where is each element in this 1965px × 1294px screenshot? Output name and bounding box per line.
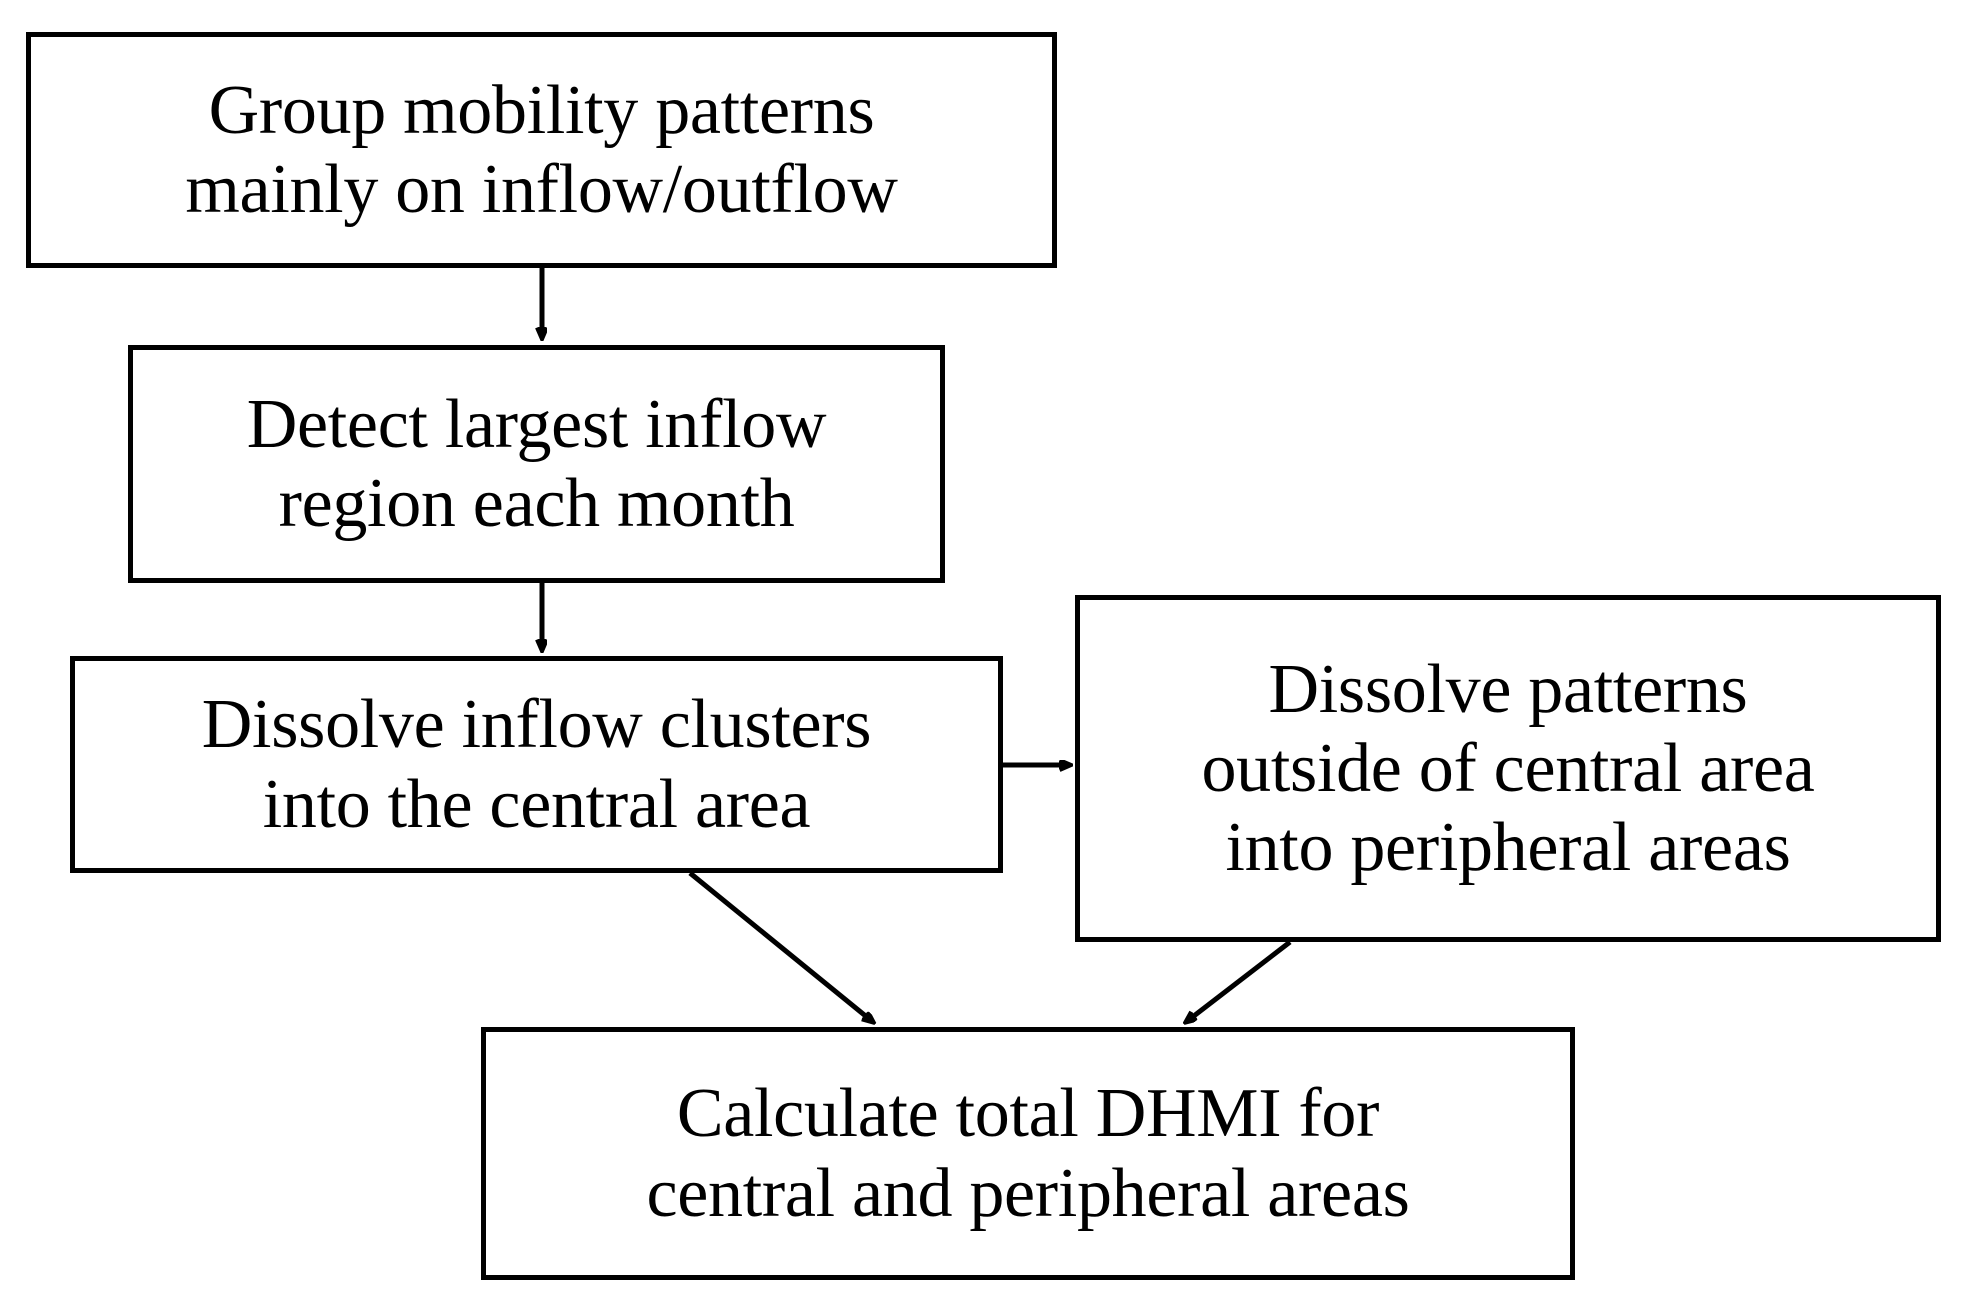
edge-dissolve-inflow-to-calculate — [688, 871, 873, 1022]
node-group-mobility-patterns[interactable]: Group mobility patterns mainly on inflow… — [26, 32, 1057, 268]
node-detect-largest-inflow[interactable]: Detect largest inflow region each month — [128, 345, 945, 583]
node-dissolve-inflow-clusters[interactable]: Dissolve inflow clusters into the centra… — [70, 656, 1003, 873]
node-detect-largest-inflow-label: Detect largest inflow region each month — [246, 385, 827, 542]
node-dissolve-patterns-outside[interactable]: Dissolve patterns outside of central are… — [1075, 595, 1941, 942]
node-calculate-total-dhmi-label: Calculate total DHMI for central and per… — [646, 1075, 1410, 1232]
node-calculate-total-dhmi[interactable]: Calculate total DHMI for central and per… — [481, 1027, 1575, 1280]
node-group-mobility-patterns-label: Group mobility patterns mainly on inflow… — [185, 71, 898, 228]
node-dissolve-patterns-outside-label: Dissolve patterns outside of central are… — [1201, 650, 1815, 887]
node-dissolve-inflow-clusters-label: Dissolve inflow clusters into the centra… — [201, 686, 872, 843]
edge-dissolve-outside-to-calculate — [1186, 940, 1292, 1022]
